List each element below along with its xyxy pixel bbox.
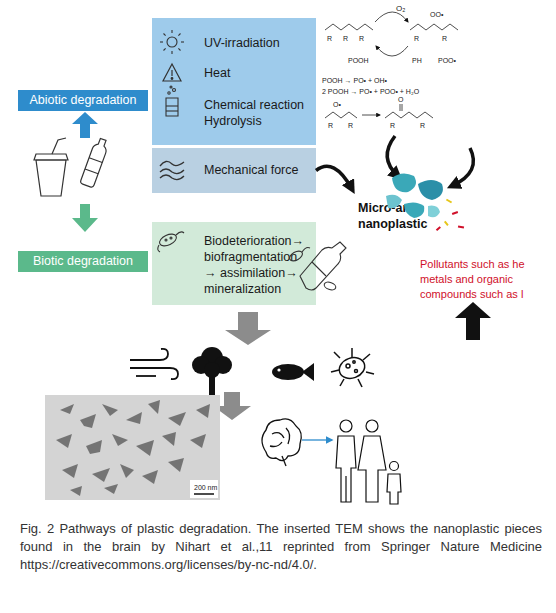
down-arrow <box>72 204 98 232</box>
down-arrow <box>225 312 271 345</box>
process-panel: Mechanical force <box>152 148 316 193</box>
node-text: Heat <box>204 65 312 81</box>
fish-icon <box>272 363 314 381</box>
up-arrow <box>455 302 491 340</box>
reaction-equation: POOH → PO• + OH• <box>322 76 387 85</box>
node-text: Mechanical force <box>204 162 312 178</box>
family-icon <box>336 420 401 504</box>
curved-arrow <box>316 166 352 189</box>
wave-icon <box>160 161 184 179</box>
curved-arrow <box>387 136 398 176</box>
reaction-scheme <box>325 12 458 118</box>
category-tag: Abiotic degradation <box>18 90 148 111</box>
sun-icon <box>160 30 184 54</box>
warning-icon <box>163 64 181 81</box>
tree-icon <box>192 347 232 396</box>
bottle-icon <box>80 137 110 188</box>
substituent-label: R <box>359 34 364 43</box>
chemical-formula: POOH <box>348 56 369 65</box>
node-text: Biotic degradation <box>18 251 148 272</box>
node-text: Chemical reaction Hydrolysis <box>204 97 312 129</box>
curved-arrow <box>452 148 473 186</box>
node-text: UV-irradiation <box>204 35 312 51</box>
figure-caption: Fig. 2 Pathways of plastic degradation. … <box>20 520 542 574</box>
scale-label: 200 nm <box>194 483 217 492</box>
wind-icon <box>130 349 178 379</box>
degrading-bottle <box>288 242 346 291</box>
node-text: Biodeterioration→ biofragmentation → ass… <box>204 233 312 297</box>
chemical-formula: OO• <box>430 10 443 19</box>
substituent-label: R <box>343 34 348 43</box>
substituent-label: R <box>390 121 395 130</box>
cup-icon <box>34 138 68 196</box>
node-text: Abiotic degradation <box>18 90 148 111</box>
substituent-label: R <box>328 121 333 130</box>
bacterium-icon <box>158 232 184 252</box>
substituent-label: R <box>327 34 332 43</box>
substituent-label: R <box>420 121 425 130</box>
chemical-formula: O₂ <box>396 4 405 14</box>
category-tag: Biotic degradation <box>18 251 148 272</box>
tem-image <box>45 395 220 500</box>
chemical-formula: O <box>398 95 403 104</box>
up-arrow <box>72 112 98 138</box>
substituent-label: R <box>442 34 447 43</box>
reaction-equation: 2 POOH → PO• + POO• + H₂O <box>322 87 419 96</box>
brain-icon <box>262 419 301 466</box>
beaker-icon <box>166 86 178 116</box>
chemical-formula: POO• <box>438 56 456 65</box>
plastic-particles <box>386 173 464 231</box>
chemical-formula: PH <box>412 56 422 65</box>
flow-arrow <box>302 439 332 440</box>
substituent-label: R <box>348 121 353 130</box>
substituent-label: R <box>414 34 419 43</box>
pollutant-note: Pollutants such as he metals and organic… <box>420 257 538 302</box>
microbe-icon <box>331 348 374 387</box>
chemical-formula: O• <box>333 100 341 109</box>
